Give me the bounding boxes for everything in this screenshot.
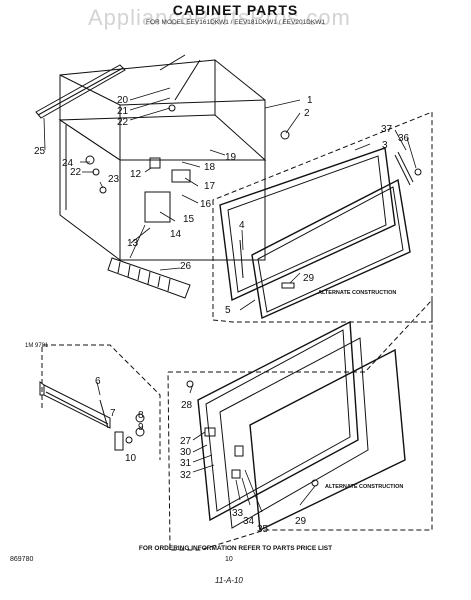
- upper-door-outline: [212, 111, 433, 323]
- callout-3: 3: [382, 140, 388, 151]
- callout-22-top: 22: [117, 117, 129, 128]
- lower-door-outline: [167, 298, 433, 551]
- callout-31: 31: [180, 458, 192, 469]
- callout-29-upper: 29: [303, 273, 315, 284]
- screw-36: [414, 168, 422, 176]
- callout-30: 30: [180, 447, 192, 458]
- callout-5: 5: [225, 305, 231, 316]
- page-number: 10: [225, 556, 233, 563]
- left-mark: 1M 9781: [25, 343, 49, 349]
- watermark: AppliancePartsPros.com: [88, 5, 351, 30]
- callout-13: 13: [127, 238, 139, 249]
- bracket-assembly: [39, 381, 145, 451]
- callout-14: 14: [170, 229, 182, 240]
- lower-door: [197, 320, 406, 532]
- callout-33: 33: [232, 508, 244, 519]
- callout-17: 17: [204, 181, 216, 192]
- ordering-note: FOR ORDERING INFORMATION REFER TO PARTS …: [138, 545, 333, 552]
- screw-24: [85, 155, 95, 165]
- hardware-12: [149, 157, 161, 169]
- callout-labels: 1 2 3 4 5 6 7 8 9 10 12 13 14 15 16 17 1…: [34, 95, 410, 535]
- callout-2: 2: [304, 108, 310, 119]
- callout-21: 21: [117, 106, 129, 117]
- alternate-construction-lower: ALTERNATE CONSTRUCTION: [325, 484, 403, 490]
- callout-24: 24: [62, 158, 74, 169]
- callout-25: 25: [34, 146, 46, 157]
- document-code: 869780: [10, 556, 34, 563]
- callout-36: 36: [398, 133, 410, 144]
- bracket-outline: [41, 344, 161, 460]
- callout-15: 15: [183, 214, 195, 225]
- callout-19: 19: [225, 152, 237, 163]
- callout-1: 1: [307, 95, 313, 106]
- leader-lines: [43, 87, 417, 513]
- callout-8: 8: [138, 410, 144, 421]
- hinge-rod-2: [174, 59, 201, 101]
- page-title: CABINET PARTS: [172, 2, 299, 18]
- callout-32: 32: [180, 470, 192, 481]
- screw-23: [99, 186, 107, 194]
- callout-18: 18: [204, 162, 216, 173]
- callout-9: 9: [138, 422, 144, 433]
- hinge-rod: [159, 54, 186, 71]
- callout-35: 35: [257, 524, 269, 535]
- callout-29-lower: 29: [295, 516, 307, 527]
- callout-6: 6: [95, 376, 101, 387]
- revision-date: 11-A-10: [215, 576, 243, 585]
- callout-34: 34: [243, 516, 255, 527]
- callout-10: 10: [125, 453, 137, 464]
- hardware-17: [171, 169, 191, 183]
- callout-37: 37: [381, 124, 393, 135]
- handle-26: [107, 257, 191, 299]
- callout-16: 16: [200, 199, 212, 210]
- cabinet-body: [58, 58, 267, 261]
- model-subtitle: FOR MODEL EEV161DKW1 / EEV181DKW1 / EEV2…: [146, 19, 325, 26]
- callout-4: 4: [239, 220, 245, 231]
- control-box: [144, 191, 171, 223]
- callout-23: 23: [108, 174, 120, 185]
- callout-12: 12: [130, 169, 142, 180]
- callout-26: 26: [180, 261, 192, 272]
- callout-22-side: 22: [70, 167, 82, 178]
- top-rail: [35, 64, 126, 119]
- callout-20: 20: [117, 95, 129, 106]
- callout-28: 28: [181, 400, 193, 411]
- callout-7: 7: [110, 408, 116, 419]
- alternate-construction-upper: ALTERNATE CONSTRUCTION: [318, 290, 396, 296]
- upper-door: [219, 147, 414, 320]
- screw-2: [280, 130, 290, 140]
- callout-27: 27: [180, 436, 192, 447]
